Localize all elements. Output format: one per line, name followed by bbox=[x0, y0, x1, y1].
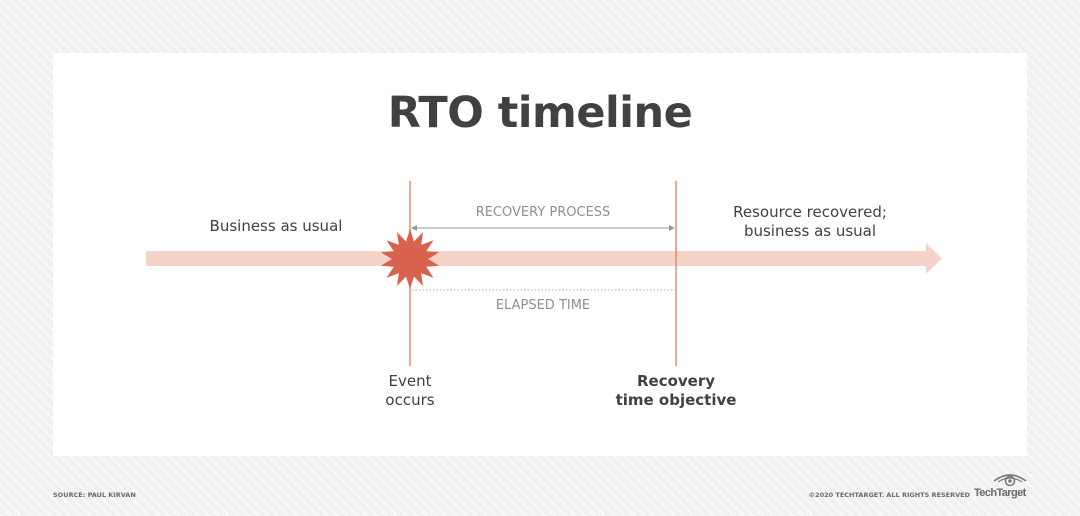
source-credit: SOURCE: PAUL KIRVAN bbox=[53, 491, 136, 499]
business-as-usual-label: Business as usual bbox=[209, 217, 343, 235]
recovery-process-arrowhead-right bbox=[669, 225, 675, 231]
rto-line1: Recovery bbox=[636, 372, 716, 390]
copyright-notice: ©2020 TECHTARGET. ALL RIGHTS RESERVED bbox=[808, 491, 970, 499]
recovery-process-arrowhead-left bbox=[411, 225, 417, 231]
recovery-time-objective-label: Recovery time objective bbox=[596, 372, 756, 410]
event-occurs-line2: occurs bbox=[385, 391, 435, 409]
techtarget-logo-text: TechTarget bbox=[974, 487, 1026, 499]
event-burst-icon bbox=[380, 229, 440, 289]
rto-line2: time objective bbox=[615, 391, 737, 409]
eye-icon bbox=[993, 474, 1027, 487]
resource-recovered-label: Resource recovered; business as usual bbox=[700, 203, 920, 241]
timeline-arrow-head bbox=[926, 243, 942, 274]
elapsed-time-label: ELAPSED TIME bbox=[495, 298, 591, 313]
resource-recovered-line1: Resource recovered; bbox=[733, 203, 887, 221]
event-occurs-label: Event occurs bbox=[355, 372, 465, 410]
resource-recovered-line2: business as usual bbox=[743, 222, 877, 240]
diagram-title: RTO timeline bbox=[387, 88, 693, 138]
event-occurs-line1: Event bbox=[388, 372, 432, 390]
timeline-arrow-shaft bbox=[146, 251, 926, 266]
recovery-process-label: RECOVERY PROCESS bbox=[475, 205, 611, 220]
techtarget-logo: TechTarget bbox=[974, 472, 1030, 502]
